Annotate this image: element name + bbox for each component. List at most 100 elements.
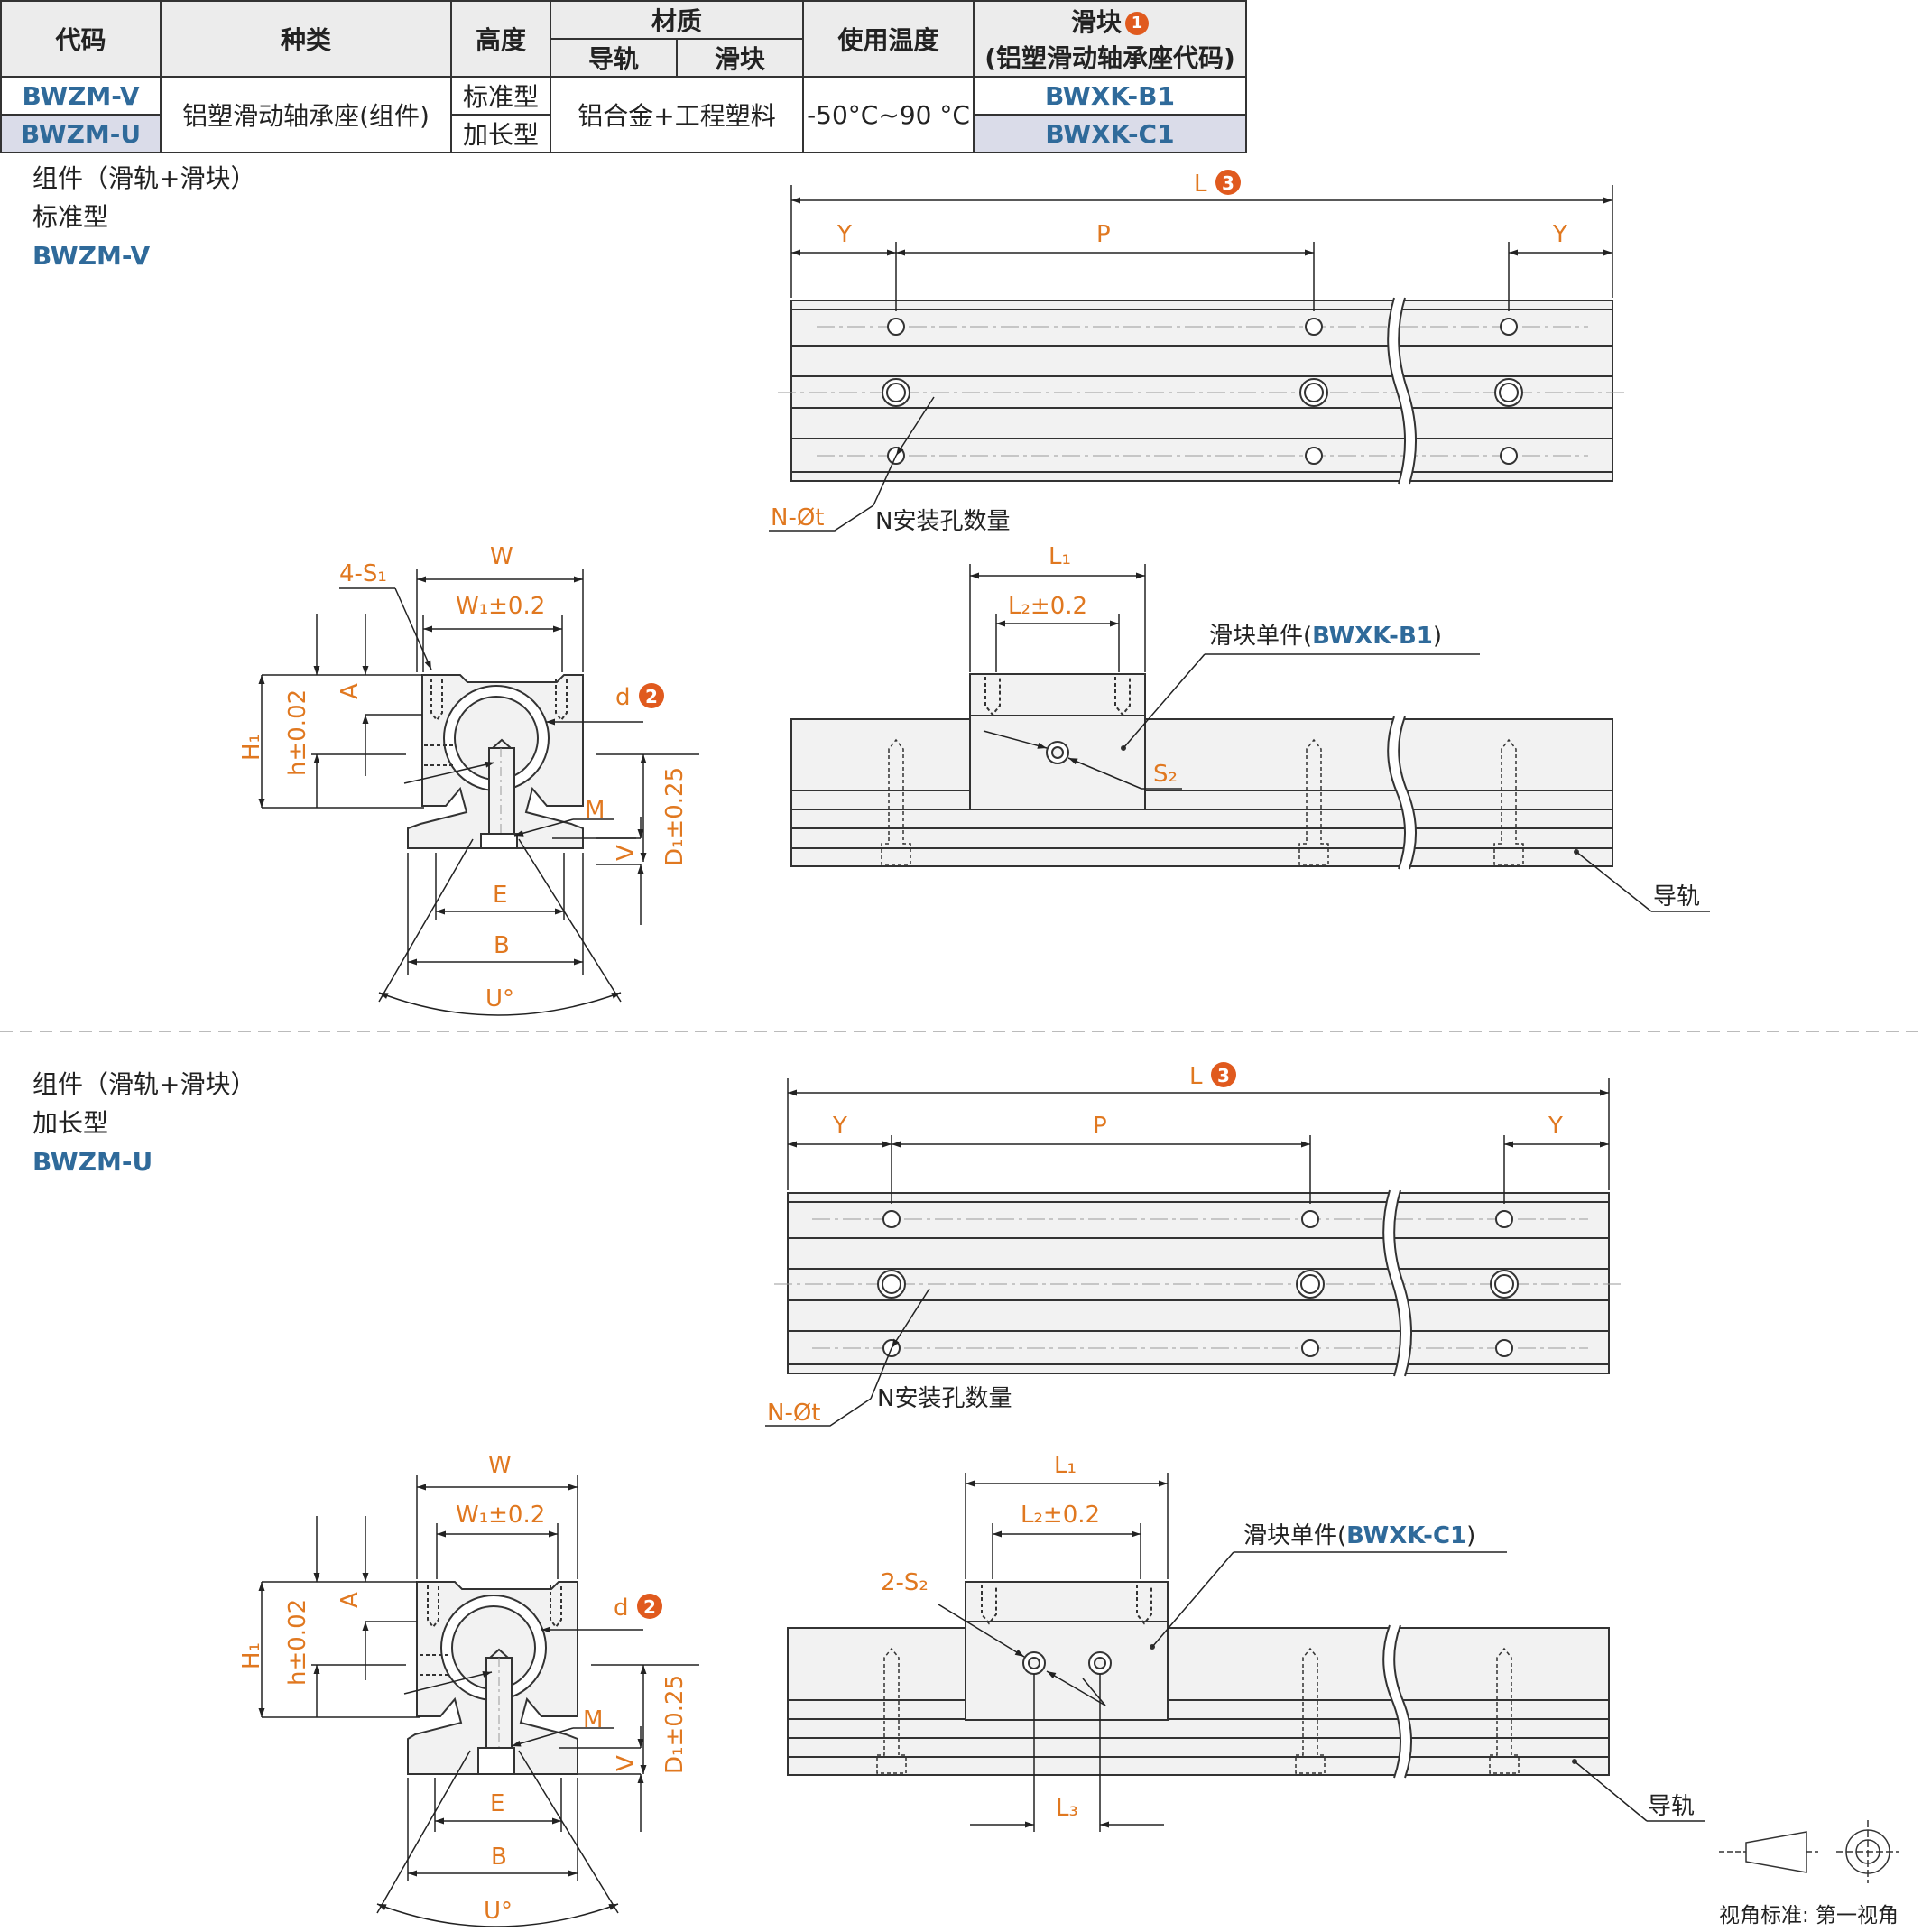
dim-W: W bbox=[488, 1452, 512, 1479]
row-height: 加长型 bbox=[450, 114, 551, 153]
dim-W: W bbox=[490, 543, 513, 570]
dim-L: L bbox=[1194, 171, 1207, 198]
section-title: 组件（滑轨+滑块） bbox=[32, 163, 256, 193]
end-view-long bbox=[407, 1581, 578, 1775]
section-code: BWZM-V bbox=[32, 241, 151, 271]
badge-2 bbox=[637, 1594, 662, 1619]
dims-end-standard bbox=[258, 569, 699, 1016]
dim-d: d bbox=[614, 1595, 629, 1622]
type-value: 铝塑滑动轴承座(组件) bbox=[160, 76, 452, 153]
view-standard-label: 视角标准: 第一视角 bbox=[1719, 1904, 1899, 1927]
slider-unit-label: 滑块单件(BWXK-B1) bbox=[1209, 623, 1442, 650]
dim-M: M bbox=[585, 797, 605, 824]
dim-H1: H₁ bbox=[238, 1642, 265, 1669]
dim-A: A bbox=[337, 683, 364, 699]
dim-W1: W₁±0.2 bbox=[456, 1502, 545, 1529]
dim-U: U° bbox=[485, 985, 514, 1012]
dim-E: E bbox=[493, 882, 507, 909]
dim-S1: 4-S₁ bbox=[339, 560, 387, 587]
dim-L1: L₁ bbox=[1049, 543, 1071, 570]
header-slider: 滑块 bbox=[676, 38, 804, 78]
dim-Nt: N-Øt bbox=[771, 504, 825, 532]
dim-h: h±0.02 bbox=[284, 689, 311, 776]
dim-M: M bbox=[583, 1706, 603, 1733]
rail-top-view-standard bbox=[778, 296, 1626, 485]
dim-U: U° bbox=[484, 1898, 513, 1925]
rail-top-view-long bbox=[774, 1188, 1622, 1378]
dim-S2b: 2-S₂ bbox=[881, 1569, 929, 1596]
row-slider-code: BWXK-C1 bbox=[973, 114, 1247, 153]
rail-label: 导轨 bbox=[1648, 1793, 1695, 1820]
header-temp: 使用温度 bbox=[802, 0, 975, 78]
dim-d: d bbox=[615, 684, 631, 711]
temp-value: -50°C~90 °C bbox=[802, 76, 975, 153]
header-slider-title: 滑块 bbox=[1070, 7, 1122, 37]
badge-2-label: 2 bbox=[643, 1596, 656, 1618]
dim-L2: L₂±0.2 bbox=[1008, 593, 1087, 620]
section-subtitle: 标准型 bbox=[32, 202, 109, 232]
dim-D1: D₁±0.25 bbox=[661, 767, 688, 866]
slider-unit-label: 滑块单件(BWXK-C1) bbox=[1243, 1522, 1475, 1549]
section-standard-header: 组件（滑轨+滑块） 标准型 BWZM-V bbox=[32, 159, 255, 275]
dim-B: B bbox=[494, 932, 510, 959]
dims-side-standard bbox=[969, 564, 1710, 912]
dims-top-long bbox=[765, 1078, 1610, 1427]
section-title: 组件（滑轨+滑块） bbox=[32, 1069, 256, 1099]
dims-top-standard bbox=[769, 185, 1613, 532]
dim-L3: L₃ bbox=[1056, 1795, 1078, 1822]
dim-h: h±0.02 bbox=[284, 1599, 311, 1686]
bolts-standard bbox=[881, 738, 1524, 865]
dim-B: B bbox=[491, 1844, 507, 1871]
header-rail: 导轨 bbox=[550, 38, 678, 78]
badge-3-label: 3 bbox=[1222, 172, 1234, 194]
badge-3-label: 3 bbox=[1217, 1065, 1230, 1086]
dim-V: V bbox=[613, 845, 640, 861]
dim-Y: Y bbox=[832, 1113, 847, 1140]
badge-2 bbox=[639, 683, 664, 708]
dim-V: V bbox=[613, 1755, 640, 1771]
label-N-holes: N安装孔数量 bbox=[875, 508, 1010, 535]
dim-S2: S₂ bbox=[1153, 761, 1178, 788]
side-view-long bbox=[787, 1581, 1610, 1779]
row-code: BWZM-V bbox=[0, 76, 162, 116]
badge-2-label: 2 bbox=[645, 686, 658, 707]
header-slider-sub: (铝塑滑动轴承座代码) bbox=[984, 43, 1235, 73]
projection-symbol-icon bbox=[1719, 1820, 1899, 1883]
dim-Y: Y bbox=[836, 221, 852, 248]
badge-1: 1 bbox=[1125, 12, 1149, 35]
rail-label: 导轨 bbox=[1653, 883, 1700, 911]
dims-side-long bbox=[938, 1473, 1705, 1832]
dim-L1: L₁ bbox=[1054, 1452, 1077, 1479]
section-subtitle: 加长型 bbox=[32, 1108, 109, 1138]
dims-end-long bbox=[258, 1475, 699, 1927]
row-slider-code: BWXK-B1 bbox=[973, 76, 1247, 116]
header-material: 材质 bbox=[550, 0, 804, 40]
dim-H1: H₁ bbox=[238, 734, 265, 761]
dim-E: E bbox=[490, 1790, 504, 1817]
header-height: 高度 bbox=[450, 0, 551, 78]
badge-3 bbox=[1211, 1062, 1236, 1087]
header-code: 代码 bbox=[0, 0, 162, 78]
dim-P: P bbox=[1096, 221, 1111, 248]
end-view-standard bbox=[407, 674, 584, 849]
section-code: BWZM-U bbox=[32, 1147, 153, 1177]
dim-Y: Y bbox=[1552, 221, 1567, 248]
bolts-long bbox=[876, 1647, 1520, 1774]
badge-3 bbox=[1215, 170, 1241, 195]
dim-L: L bbox=[1189, 1063, 1203, 1090]
dim-Y: Y bbox=[1548, 1113, 1563, 1140]
dim-L2: L₂±0.2 bbox=[1021, 1502, 1100, 1529]
dim-W1: W₁±0.2 bbox=[456, 593, 545, 620]
dim-Nt: N-Øt bbox=[767, 1400, 821, 1427]
section-long-header: 组件（滑轨+滑块） 加长型 BWZM-U bbox=[32, 1065, 255, 1181]
label-N-holes: N安装孔数量 bbox=[877, 1385, 1012, 1412]
dim-A: A bbox=[337, 1592, 364, 1608]
side-view-standard bbox=[790, 673, 1613, 871]
row-height: 标准型 bbox=[450, 76, 551, 116]
dim-P: P bbox=[1093, 1113, 1107, 1140]
dim-D1: D₁±0.25 bbox=[661, 1675, 688, 1774]
header-type: 种类 bbox=[160, 0, 452, 78]
